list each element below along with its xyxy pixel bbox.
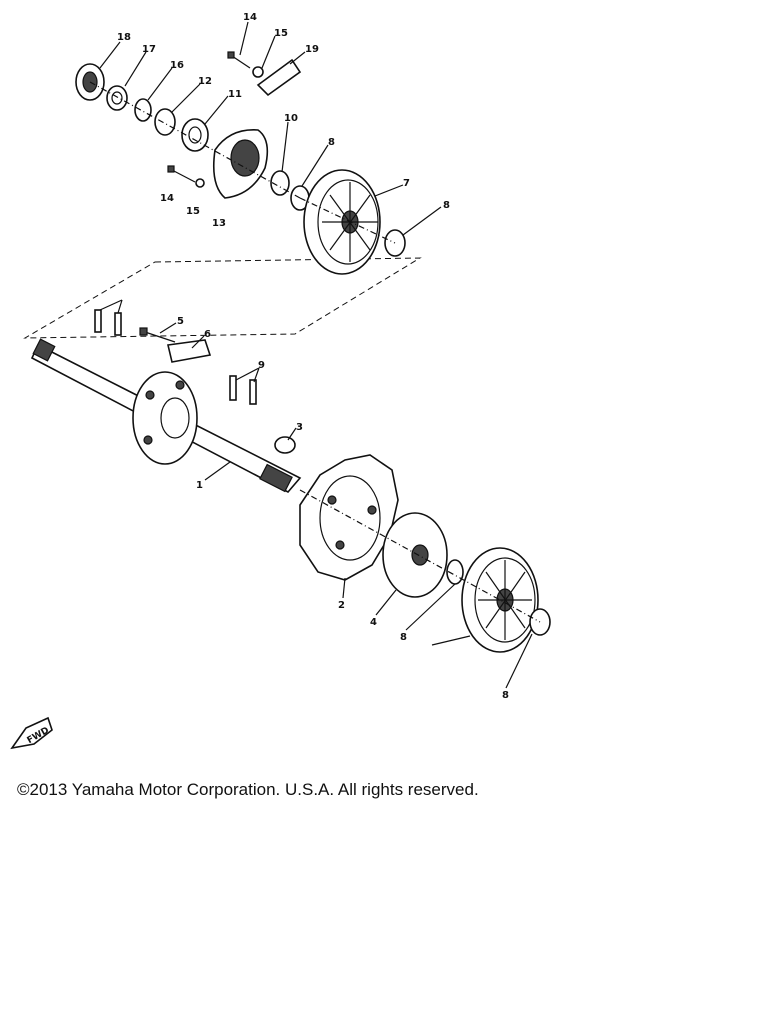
callout-2: 2: [338, 600, 345, 611]
callout-10: 10: [284, 113, 298, 124]
part-5-bolt: [139, 327, 176, 343]
callout-15-lower: 15: [186, 206, 200, 217]
callout-3: 3: [296, 422, 303, 433]
part-6-link-plate: [167, 339, 212, 363]
callout-8-upper-b: 8: [443, 200, 450, 211]
copyright-notice: ©2013 Yamaha Motor Corporation. U.S.A. A…: [17, 780, 479, 799]
part-13-bearing-housing: [212, 129, 269, 199]
callouts: 1 2 3 4 5 6 7 8 8 8 8 9 10 11 12 13 14 1…: [117, 12, 509, 701]
hub-flange: [132, 371, 198, 465]
callout-14-upper: 14: [243, 12, 257, 23]
part-7-wheel-upper: [303, 169, 381, 275]
part-9-keys-left: [94, 309, 122, 336]
callout-15-upper: 15: [274, 28, 288, 39]
callout-12: 12: [198, 76, 212, 87]
callout-9: 9: [258, 360, 265, 371]
callout-7-upper: 7: [403, 178, 410, 189]
callout-19: 19: [305, 44, 319, 55]
callout-13: 13: [212, 218, 226, 229]
front-direction-arrow-icon: FWD: [10, 716, 53, 750]
leader-lines: [99, 21, 533, 689]
part-15-washer-upper: [252, 66, 264, 78]
callout-8-lower-a: 8: [400, 632, 407, 643]
part-11-bearing: [181, 118, 209, 152]
part-14-bolt-lower: [167, 165, 196, 183]
callout-4: 4: [370, 617, 377, 628]
part-16-circlip: [134, 98, 152, 122]
part-14-bolt-upper: [227, 51, 251, 69]
part-15-washer-lower: [195, 178, 205, 188]
part-12-circlip: [154, 108, 176, 136]
part-7-wheel-lower: [461, 547, 539, 653]
callout-6: 6: [204, 329, 211, 340]
part-9-keys-right: [229, 375, 257, 405]
callout-8-upper-a: 8: [328, 137, 335, 148]
callout-18: 18: [117, 32, 131, 43]
assembly-outline: [23, 257, 422, 339]
part-17-bearing: [106, 85, 128, 111]
callout-1: 1: [196, 480, 203, 491]
callout-14-lower: 14: [160, 193, 174, 204]
exploded-parts-diagram: 1 2 3 4 5 6 7 8 8 8 8 9 10 11 12 13 14 1…: [10, 12, 551, 750]
part-4-hub-plate: [382, 512, 448, 598]
part-3-collar: [274, 436, 296, 454]
callout-17: 17: [142, 44, 156, 55]
callout-5: 5: [177, 316, 184, 327]
callout-8-lower-b: 8: [502, 690, 509, 701]
callout-11: 11: [228, 89, 242, 100]
callout-16: 16: [170, 60, 184, 71]
part-19-bracket: [256, 58, 302, 97]
